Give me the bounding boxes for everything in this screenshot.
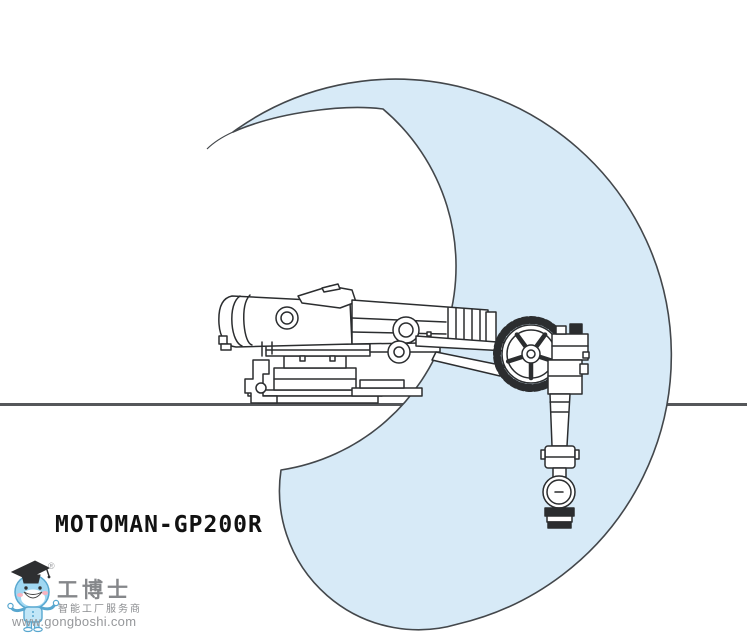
robot-forearm-and-flange	[540, 393, 580, 529]
envelope-tip-tail	[206, 131, 234, 150]
brand-tagline: 智能工厂服务商	[58, 604, 142, 615]
brand-website: www.gongboshi.com	[12, 614, 137, 629]
robot-line-drawing	[218, 283, 590, 529]
model-label: MOTOMAN-GP200R	[55, 512, 263, 538]
gongboshi-mascot-icon	[7, 560, 60, 633]
robot-main-housing	[218, 283, 357, 357]
registered-trademark-mark: ®	[48, 561, 55, 571]
robot-wrist-housing	[547, 323, 590, 395]
brand-name: 工博士	[57, 577, 132, 602]
